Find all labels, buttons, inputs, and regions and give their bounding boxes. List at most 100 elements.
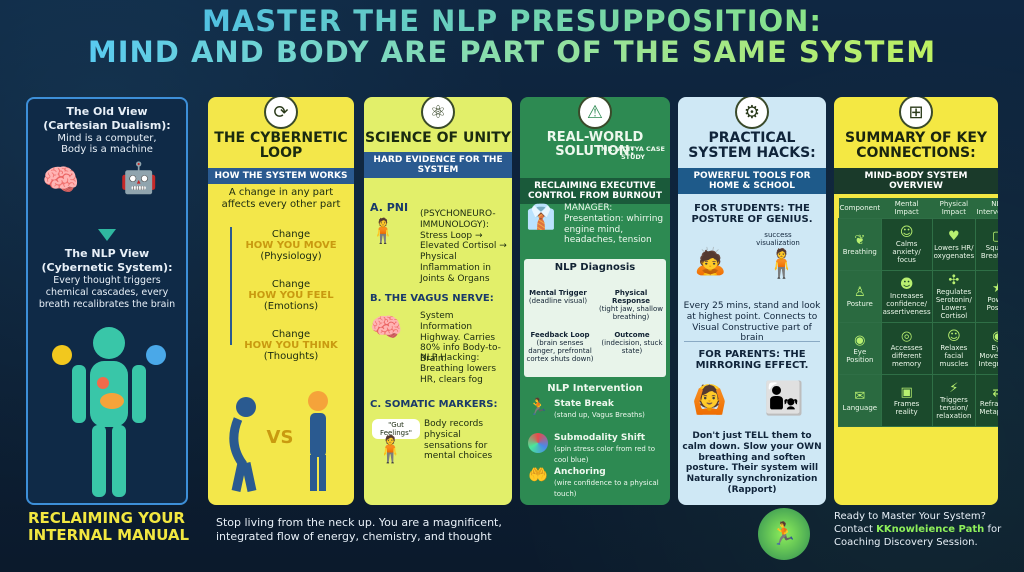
cybernetic-loop-panel: ⟳ THE CYBERNETIC LOOP HOW THE SYSTEM WOR… [208,97,354,505]
cyber-item-0-sub: (Physiology) [260,251,322,262]
solution-panel: ⚠ REAL-WORLD SOLUTION: MR. ADITYA CASE S… [520,97,670,505]
cell-text: Frames reality [893,399,920,416]
row-component: ◉Eye Position [838,321,882,375]
cybernetic-header: HOW THE SYSTEM WORKS [208,167,354,184]
divider [684,341,820,342]
vs-label: VS [266,427,294,448]
science-header: HARD EVIDENCE FOR THE SYSTEM [364,152,512,179]
hacks-header: POWERFUL TOOLS FOR HOME & SCHOOL [678,167,826,194]
cell-text: Reframing Metaphors [979,399,998,416]
cybernetic-title: THE CYBERNETIC LOOP [214,130,348,162]
cell-text: Eye Position [846,347,874,364]
table-row: ✉Language ▣Frames reality ⚡Triggers tens… [838,373,998,427]
case-label: MR. ADITYA CASE STUDY [601,145,665,161]
diag-step-0-sub: (deadline visual) [528,297,588,305]
table-row: ❦Breathing ☺Calms anxiety/ focus ♥Lowers… [838,217,998,271]
frame-icon: ▣ [900,384,913,400]
diag-step-3: Outcome(indecision, stuck state) [600,331,664,355]
vagus-brain-icon: 🧠 [370,313,403,343]
cyber-item-1-pre: Change [271,279,311,290]
color-wheel-icon [528,433,548,453]
confidence-icon: ☻ [899,276,914,292]
int-step-1-title: Submodality Shift [554,433,646,443]
table-row: ◉Eye Position ◎Accesses different memory… [838,321,998,375]
parents-title: FOR PARENTS: THE MIRRORING EFFECT. [695,349,809,371]
speech-icon: ✉ [854,388,866,404]
posture-comparison-figure [229,391,328,492]
cell-mental: ▣Frames reality [880,373,933,427]
table-header-row: Component Mental Impact Physical Impact … [838,197,998,219]
cyber-item-1-sub: (Emotions) [263,301,319,312]
eye-icon: ◉ [854,332,866,348]
cybernetic-intro: A change in any part affects every other… [221,187,341,210]
robot-icon: 🤖 [120,161,158,196]
diag-step-1-title: Physical Response [611,289,651,305]
students-title: FOR STUDENTS: THE POSTURE OF GENIUS. [691,203,813,225]
cyber-item-2-main: HOW YOU THINK [244,340,338,351]
alert-icon: ⚠ [578,97,612,129]
nlp-view-heading: The NLP View [64,247,150,260]
vagus-text-2: NLP Hacking: Breathing lowers HR, clears… [420,353,497,385]
cell-nlp: ▢Square Breathing [975,217,998,271]
nlp-view-sub: (Cybernetic System): [41,261,173,274]
power-pose-icon: ★ [992,280,998,296]
cell-physical: ✣Regulates Serotonin/ Lowers Cortisol [931,269,977,323]
cell-physical: ☺Relaxes facial muscles [931,321,977,375]
intervention-title: NLP Intervention [547,383,643,394]
old-view-desc: Mind is a computer, Body is a machine [57,133,157,155]
cell-text: Breathing [842,247,877,256]
cyber-item-0-pre: Change [271,229,311,240]
diag-step-0-title: Mental Trigger [529,289,587,297]
int-step-2: Anchoring(wire confidence to a physical … [554,467,666,499]
cta-for: for [984,524,1002,535]
old-view-heading: The Old View [66,105,148,118]
heart-icon: ♥ [948,228,960,244]
somatic-title: C. SOMATIC MARKERS: [370,399,498,410]
cell-text: Relaxes facial muscles [939,343,969,368]
hacks-panel: ⚙ PRACTICAL SYSTEM HACKS: POWERFUL TOOLS… [678,97,826,505]
down-arrow-icon [98,229,116,241]
calm-head-icon: ☺ [899,224,914,240]
cta-brand-link[interactable]: KKnowleience Path [876,524,985,535]
int-step-2-sub: (wire confidence to a physical touch) [554,478,659,498]
cyber-item-2: Change HOW YOU THINK (Thoughts) [228,329,354,362]
title-line-1: MASTER THE NLP PRESUPPOSITION: [0,5,1024,37]
parent-child-icon: 👨‍👧 [764,379,804,417]
gut-figure-icon: 🧍 [374,435,407,465]
vagus-title: B. THE VAGUS NERVE: [370,293,494,304]
posture-icon: ♙ [853,284,866,300]
footer-cta: Ready to Master Your System? Contact KKn… [834,510,1014,549]
cell-text: Power Posing [986,295,998,312]
cell-nlp: ★Power Posing [975,269,998,323]
cta-line-3: Coaching Discovery Session. [834,537,978,548]
solution-header: RECLAIMING EXECUTIVE CONTROL FROM BURNOU… [520,177,670,204]
child-icon: 🙆 [692,383,727,416]
cta-contact: Contact [834,524,877,535]
loop-icon: ⟳ [264,97,298,129]
old-view-sub: (Cartesian Dualism): [43,119,171,132]
cell-text: Regulates Serotonin/ Lowers Cortisol [935,287,972,320]
brain-icon: 🧠 [42,163,80,198]
molecule-icon: ✣ [948,272,960,288]
row-component: ❦Breathing [838,217,882,271]
memory-icon: ◎ [900,328,913,344]
cell-text: Language [842,403,878,412]
cell-text: Calms anxiety/ focus [892,239,921,264]
int-step-1: Submodality Shift(spin stress color from… [554,433,666,465]
science-panel: ⚛ SCIENCE OF UNITY HARD EVIDENCE FOR THE… [364,97,512,505]
footer-title-line-2: INTERNAL MANUAL [28,526,190,545]
cell-text: Square Breathing [980,243,998,260]
reframe-icon: ⇄ [992,384,998,400]
gear-icon: ⚙ [735,97,769,129]
cell-physical: ♥Lowers HR/ oxygenates [931,217,977,271]
diag-step-2-title: Feedback Loop [530,331,590,339]
hierarchy-icon: ⊞ [899,97,933,129]
inflamed-body-icon: 🧍 [368,217,398,245]
cyber-item-2-pre: Change [271,329,311,340]
cyber-item-2-sub: (Thoughts) [263,351,319,362]
diag-step-0: Mental Trigger(deadline visual) [526,289,590,305]
cell-physical: ⚡Triggers tension/ relaxation [931,373,977,427]
cell-mental: ◎Accesses different memory [880,321,933,375]
cell-text: Triggers tension/ relaxation [936,395,972,420]
summary-header: MIND-BODY SYSTEM OVERVIEW [834,167,998,194]
